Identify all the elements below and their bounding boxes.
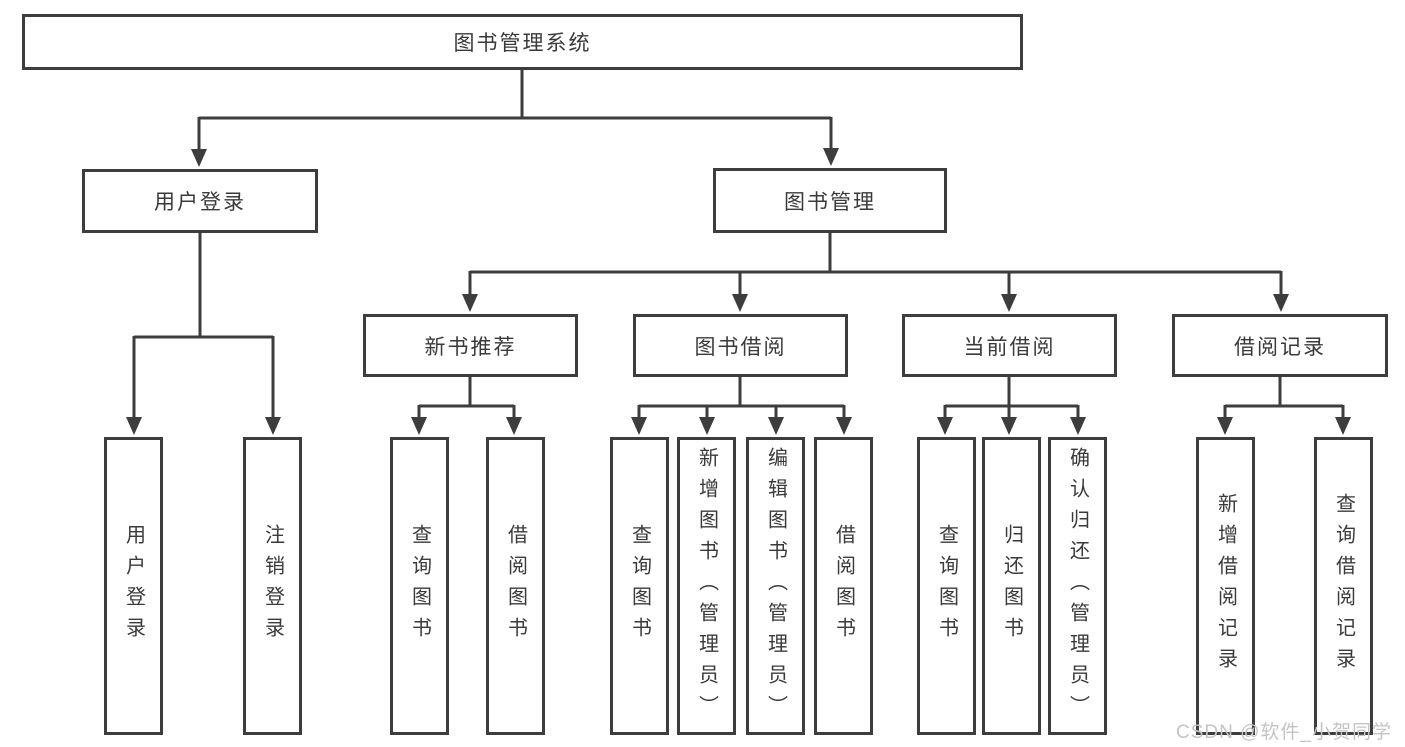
leaf-node-label: 新增图书（管理员） <box>695 446 718 726</box>
branch-node-user-login: 用户登录 <box>82 169 318 233</box>
leaf-node-query-books: 查询图书 <box>390 437 449 735</box>
leaf-node-logout: 注销登录 <box>243 437 302 735</box>
module-node-current-borrow: 当前借阅 <box>902 314 1117 377</box>
leaf-node-add-borrow-record: 新增借阅记录 <box>1196 437 1255 735</box>
root-node-book-management-system: 图书管理系统 <box>22 14 1023 70</box>
leaf-node-query-borrow-record: 查询借阅记录 <box>1314 437 1373 735</box>
root-node-label: 图书管理系统 <box>453 32 592 55</box>
leaf-node-label: 归还图书 <box>1000 524 1023 648</box>
leaf-node-label: 查询图书 <box>935 524 958 648</box>
branch-node-book-management: 图书管理 <box>713 168 947 233</box>
leaf-node-edit-books-admin: 编辑图书（管理员） <box>746 437 805 735</box>
leaf-node-return-books: 归还图书 <box>982 437 1041 735</box>
module-node-label: 新书推荐 <box>424 335 517 359</box>
arrowheads <box>126 148 1351 435</box>
module-node-label: 借阅记录 <box>1234 335 1326 359</box>
leaf-node-label: 新增借阅记录 <box>1214 493 1237 679</box>
leaf-node-query-books: 查询图书 <box>610 437 669 735</box>
leaf-node-add-books-admin: 新增图书（管理员） <box>677 437 736 735</box>
leaf-node-label: 注销登录 <box>261 524 284 648</box>
leaf-node-user-login: 用户登录 <box>104 437 163 735</box>
leaf-node-label: 查询图书 <box>408 524 431 648</box>
module-node-new-book-recommend: 新书推荐 <box>363 314 578 377</box>
csdn-watermark: CSDN @软件_小贺同学 <box>1176 722 1392 743</box>
leaf-node-label: 查询图书 <box>628 524 651 648</box>
leaf-node-borrow-books: 借阅图书 <box>814 437 873 735</box>
leaf-node-label: 借阅图书 <box>832 524 855 648</box>
branch-node-label: 用户登录 <box>154 191 246 214</box>
leaf-node-label: 用户登录 <box>122 524 145 648</box>
module-node-label: 图书借阅 <box>694 335 787 359</box>
module-node-label: 当前借阅 <box>963 335 1056 359</box>
leaf-node-borrow-books: 借阅图书 <box>486 437 545 735</box>
leaf-node-label: 编辑图书（管理员） <box>764 446 787 726</box>
leaf-node-confirm-return-admin: 确认归还（管理员） <box>1048 437 1107 735</box>
leaf-node-label: 确认归还（管理员） <box>1066 446 1089 726</box>
leaf-node-label: 查询借阅记录 <box>1332 493 1355 679</box>
leaf-node-label: 借阅图书 <box>504 524 527 648</box>
module-node-borrow-record: 借阅记录 <box>1172 314 1388 377</box>
branch-node-label: 图书管理 <box>784 190 876 214</box>
module-node-book-borrow: 图书借阅 <box>633 314 848 377</box>
leaf-node-query-books: 查询图书 <box>917 437 976 735</box>
